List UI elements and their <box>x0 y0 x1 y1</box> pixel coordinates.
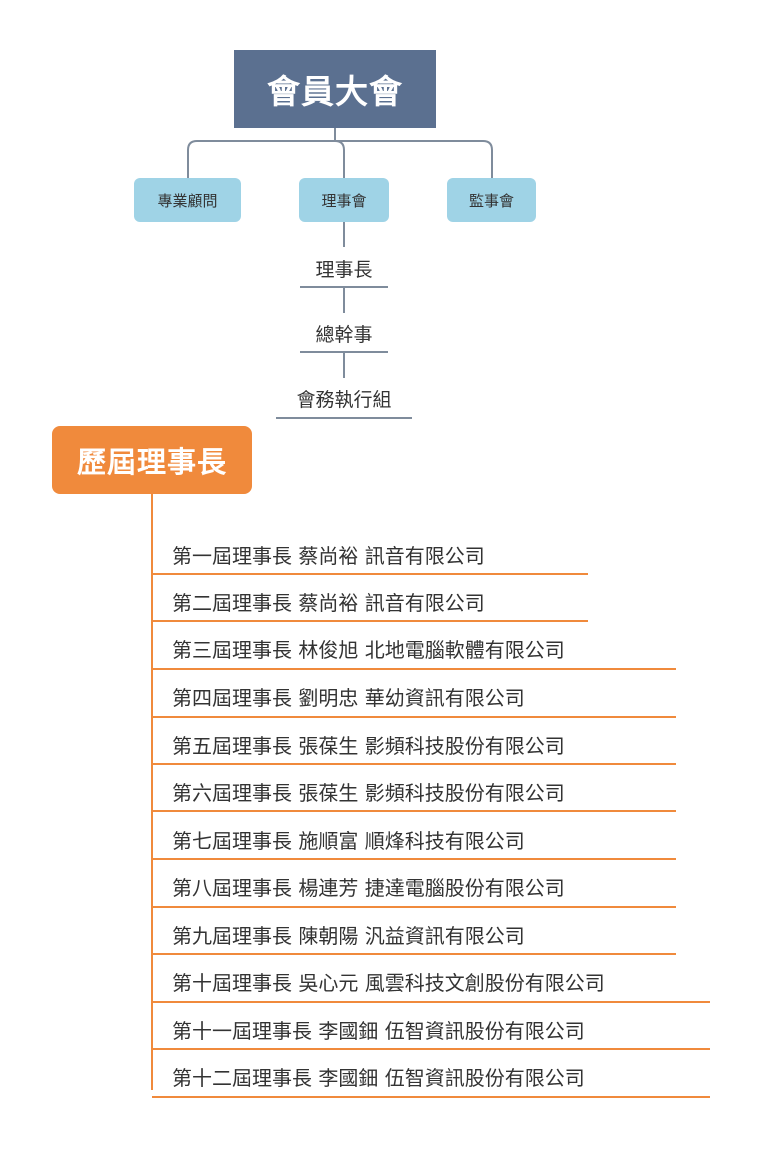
item-underline <box>152 763 676 765</box>
root-node-general-assembly: 會員大會 <box>234 50 436 128</box>
list-item: 第五屆理事長 張葆生 影頻科技股份有限公司 <box>172 734 565 758</box>
list-item: 第六屆理事長 張葆生 影頻科技股份有限公司 <box>172 781 565 805</box>
node-secretary-general: 總幹事 <box>315 324 373 346</box>
executive-underline <box>276 417 412 419</box>
chairman-underline <box>300 286 388 288</box>
list-item: 第十二屆理事長 李國鈿 伍智資訊股份有限公司 <box>172 1066 585 1090</box>
item-underline <box>152 716 676 718</box>
list-item: 第八屆理事長 楊連芳 捷達電腦股份有限公司 <box>172 876 565 900</box>
item-underline <box>152 668 676 670</box>
item-underline <box>152 858 676 860</box>
list-item: 第三屆理事長 林俊旭 北地電腦軟體有限公司 <box>172 638 565 662</box>
past-chairmen-title: 歷屆理事長 <box>52 426 252 494</box>
node-board-of-supervisors: 監事會 <box>447 178 536 222</box>
list-item: 第七屆理事長 施順富 順烽科技有限公司 <box>172 829 525 853</box>
item-underline <box>152 953 676 955</box>
node-board-of-directors: 理事會 <box>299 178 389 222</box>
item-underline <box>152 906 676 908</box>
item-underline <box>152 1001 710 1003</box>
item-underline <box>152 1048 710 1050</box>
item-underline <box>152 810 676 812</box>
list-item: 第四屆理事長 劉明忠 華幼資訊有限公司 <box>172 686 525 710</box>
list-item: 第十屆理事長 吳心元 風雲科技文創股份有限公司 <box>172 971 605 995</box>
list-item: 第十一屆理事長 李國鈿 伍智資訊股份有限公司 <box>172 1019 585 1043</box>
item-underline <box>152 1096 710 1098</box>
list-item: 第二屆理事長 蔡尚裕 訊音有限公司 <box>172 591 485 615</box>
list-item: 第一屆理事長 蔡尚裕 訊音有限公司 <box>172 544 485 568</box>
item-underline <box>152 620 588 622</box>
node-professional-advisors: 專業顧問 <box>134 178 241 222</box>
node-executive-team: 會務執行組 <box>296 389 392 411</box>
list-item: 第九屆理事長 陳朝陽 汎益資訊有限公司 <box>172 924 525 948</box>
item-underline <box>152 573 588 575</box>
secretary-underline <box>300 351 388 353</box>
node-chairman: 理事長 <box>315 259 373 281</box>
